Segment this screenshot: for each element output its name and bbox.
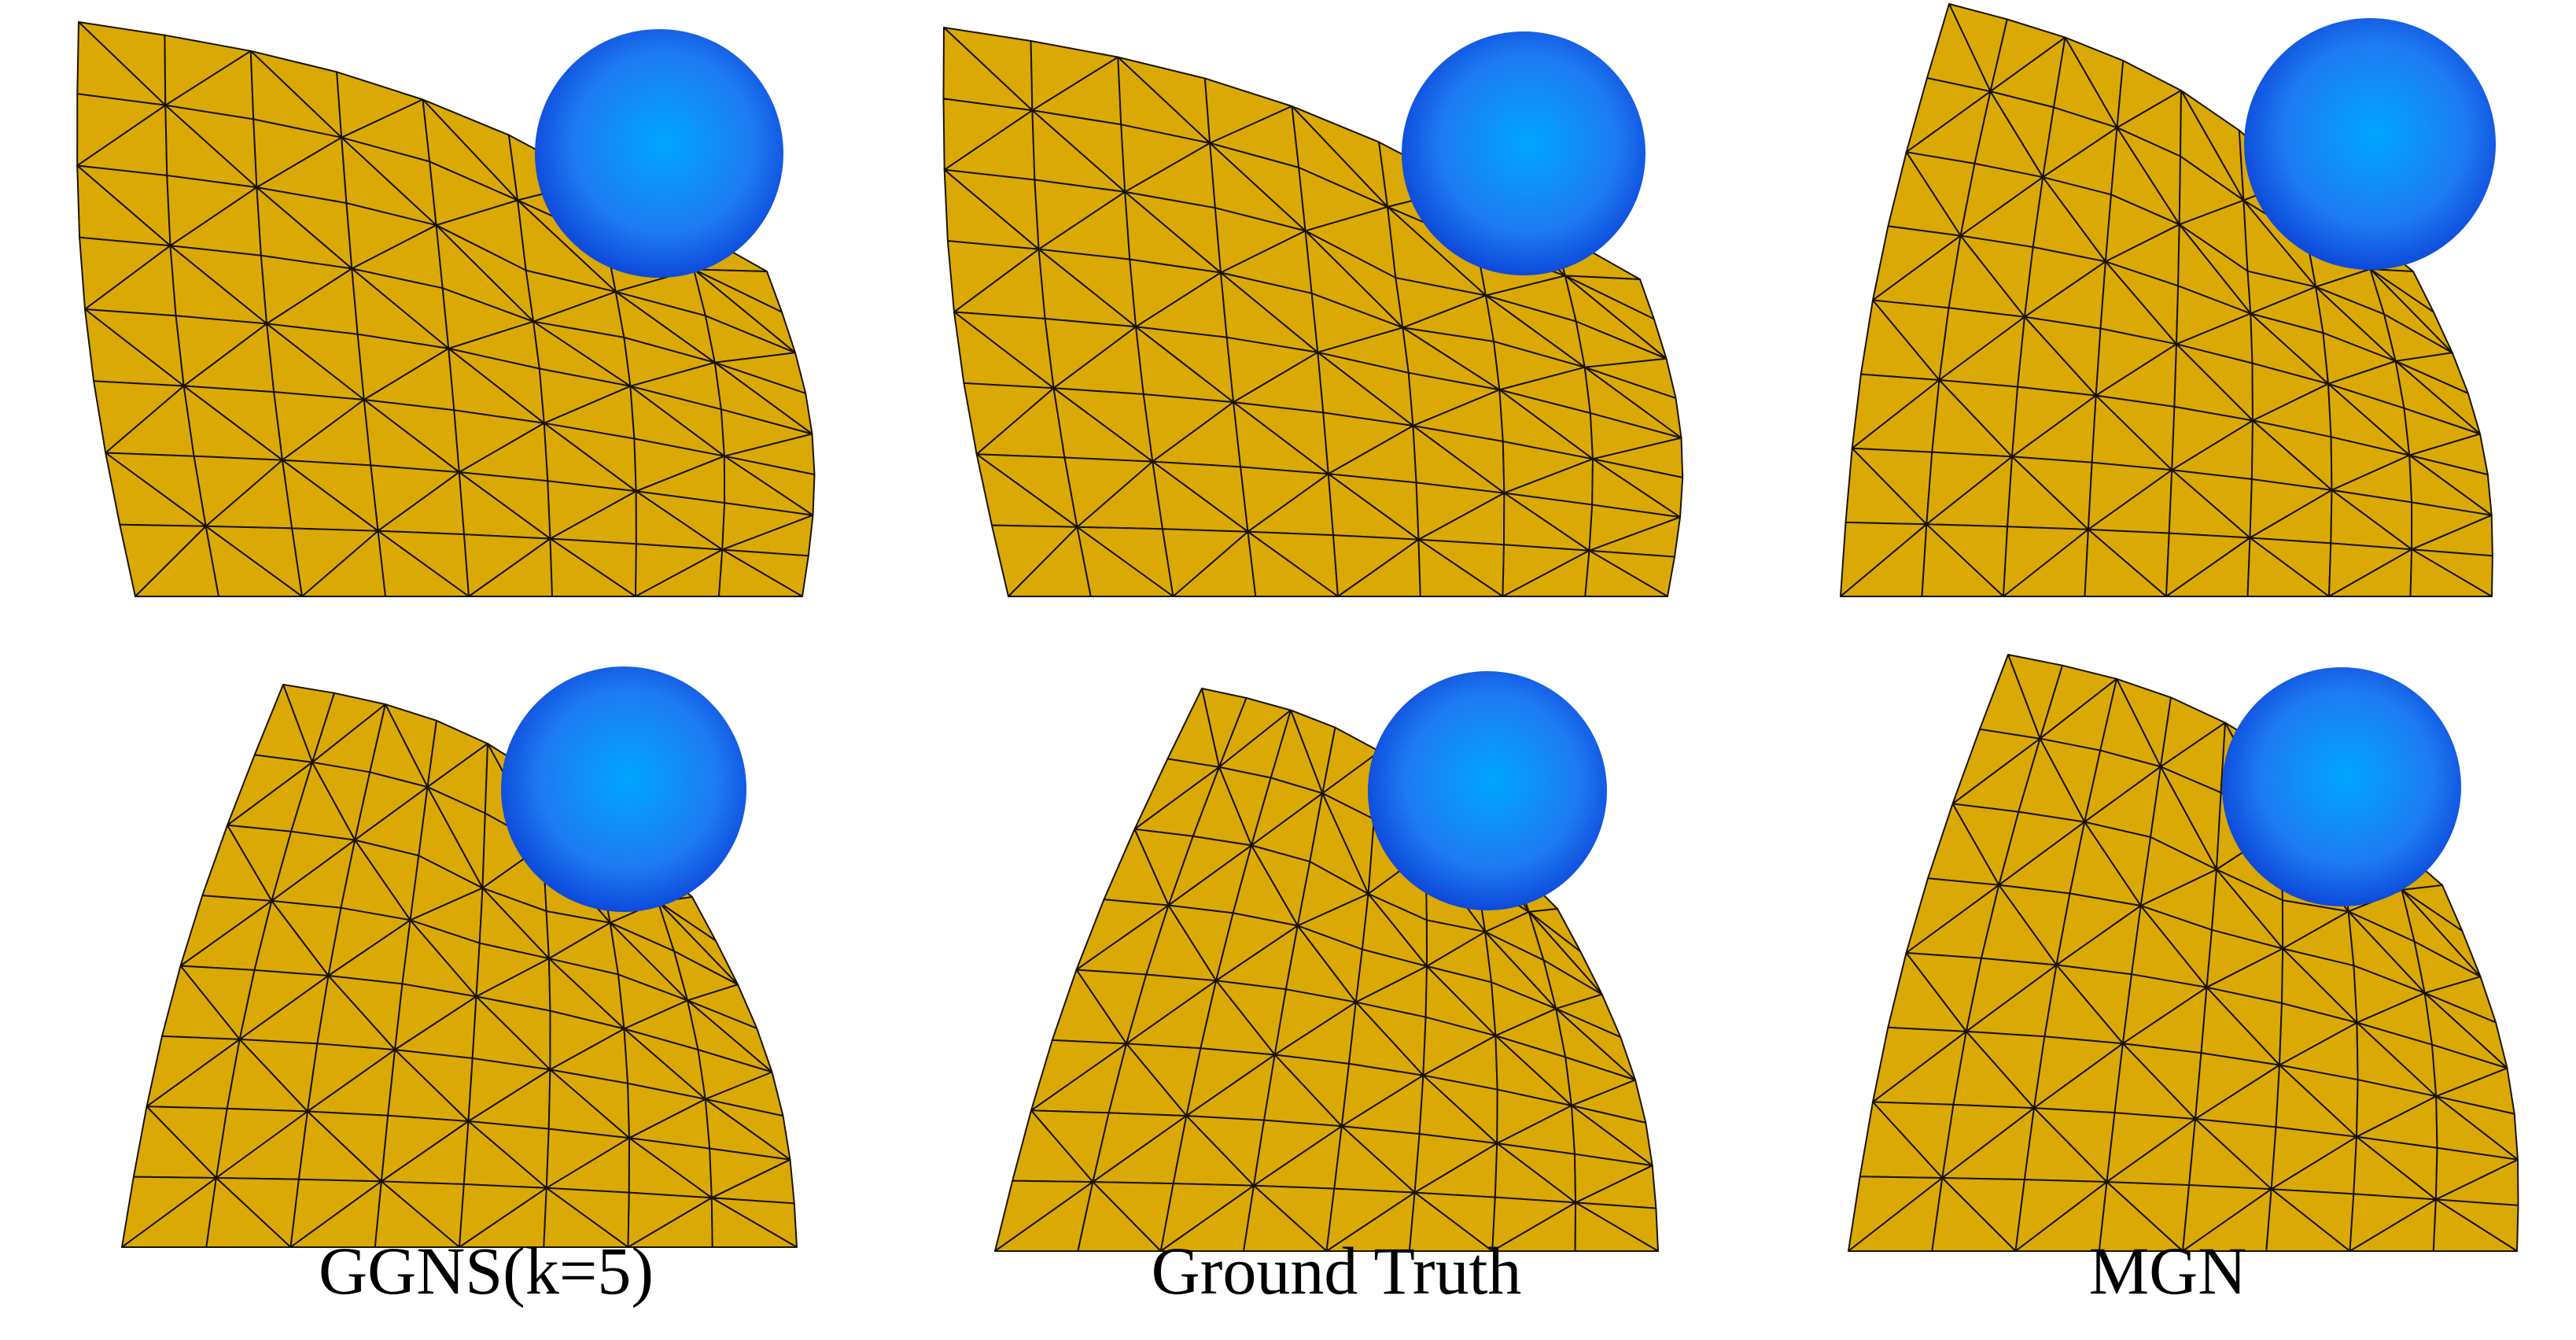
mesh-triangle: [205, 1177, 292, 1248]
mesh-triangle: [543, 1187, 629, 1248]
sphere-obstacle: [1368, 671, 1607, 910]
panel-gt-bottom: [994, 671, 1659, 1252]
sphere-obstacle: [2222, 667, 2461, 906]
mesh-triangle: [2246, 537, 2330, 597]
mesh-triangle: [377, 530, 470, 597]
mesh-triangle: [710, 1197, 798, 1248]
mesh-triangle: [2265, 1188, 2351, 1252]
caption-ground-truth: Ground Truth: [1151, 1233, 1522, 1309]
panel-mgn-top: [1840, 3, 2496, 597]
panel-ggns-bottom: [121, 666, 798, 1248]
mesh-triangle: [374, 1180, 460, 1248]
mesh-triangle: [549, 537, 636, 597]
mesh-triangle: [718, 548, 803, 597]
panel-ggns-top: [76, 21, 816, 597]
mesh-triangle: [1574, 1202, 1659, 1252]
sphere-obstacle: [2244, 18, 2496, 270]
mesh-triangle: [2098, 1181, 2184, 1252]
mesh-triangle: [1408, 1191, 1494, 1252]
panel-gt-top: [942, 27, 1684, 597]
sphere-obstacle: [1402, 31, 1645, 275]
panel-mgn-bottom: [1848, 654, 2519, 1252]
mesh-triangle: [1584, 549, 1668, 597]
caption-mgn: MGN: [2088, 1233, 2247, 1309]
mesh-triangle: [1076, 526, 1174, 597]
mesh-triangle: [2084, 528, 2167, 597]
mesh-triangle: [2432, 1198, 2518, 1252]
mesh-triangle: [1931, 1177, 2017, 1252]
mesh-triangle: [205, 525, 303, 597]
mesh-triangle: [1417, 538, 1504, 597]
mesh-triangle: [1247, 530, 1339, 597]
mesh-triangle: [1077, 1181, 1162, 1252]
mesh-triangle: [1243, 1184, 1328, 1252]
mesh-triangle: [1921, 523, 2004, 597]
caption-ggns: GGNS(k=5): [319, 1233, 654, 1309]
mesh-triangle: [2409, 548, 2493, 597]
sphere-obstacle: [501, 666, 746, 912]
sphere-obstacle: [535, 29, 783, 278]
